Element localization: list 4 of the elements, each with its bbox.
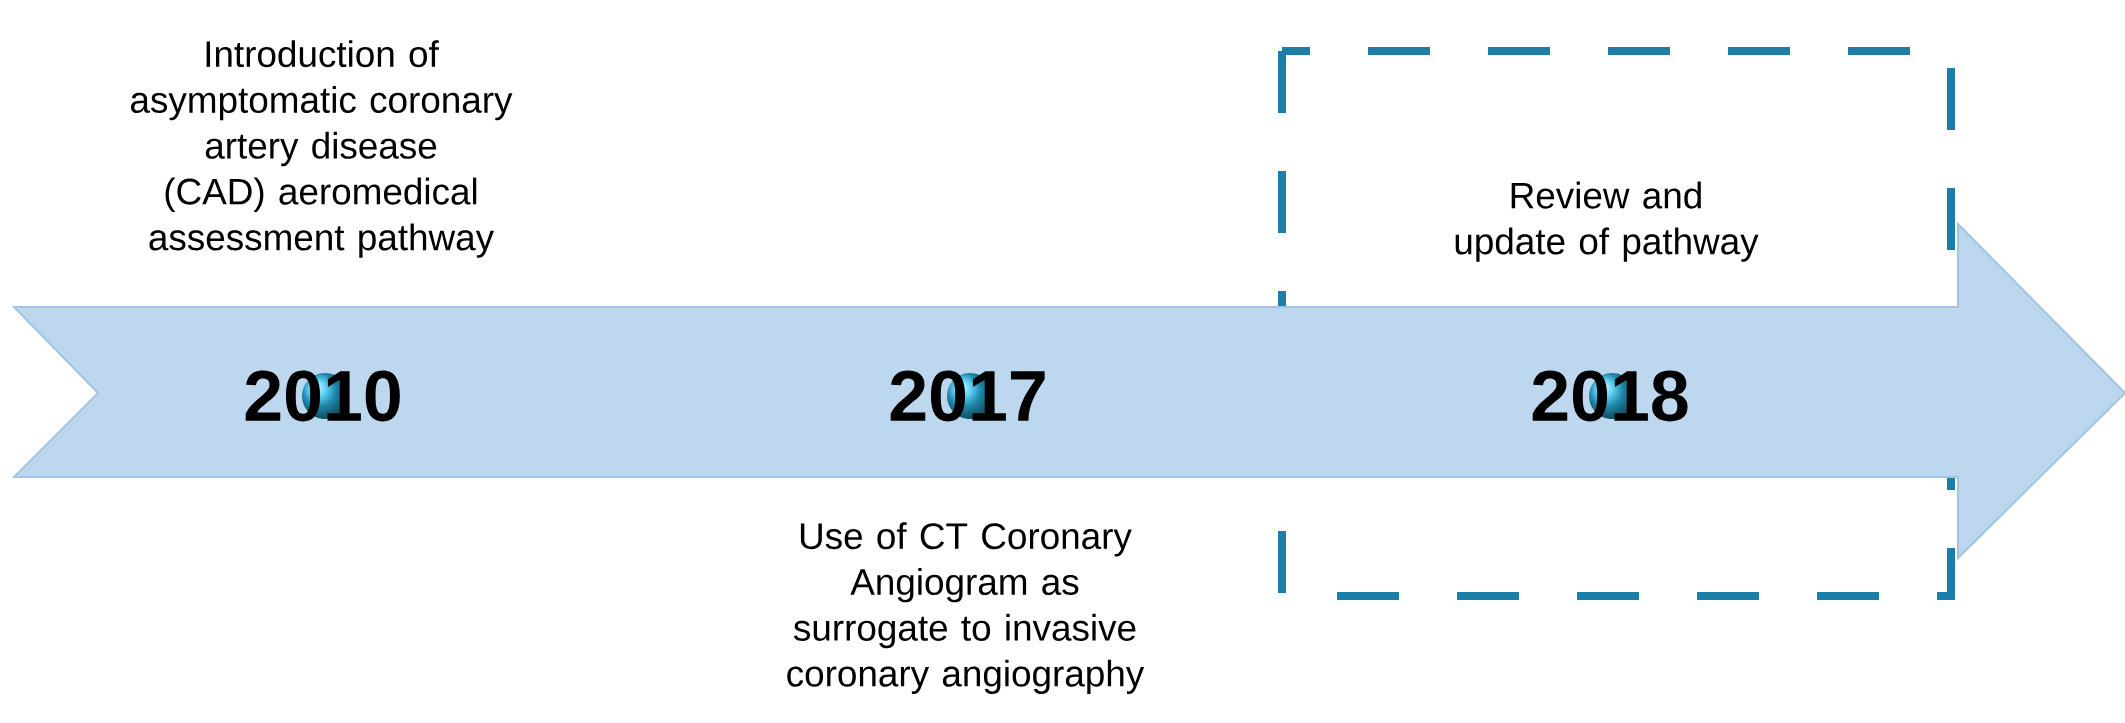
milestone-text: Review and update of pathway <box>1455 181 1759 262</box>
timeline-arrow <box>11 221 2125 561</box>
milestone-text: Use of CT Coronary Angiogram as surrogate to invasive coronary angiography <box>787 522 1145 694</box>
milestone-text: Introduction of asymptomatic coronary artery disease (CAD) aeromedical assessment pathway <box>131 40 513 258</box>
